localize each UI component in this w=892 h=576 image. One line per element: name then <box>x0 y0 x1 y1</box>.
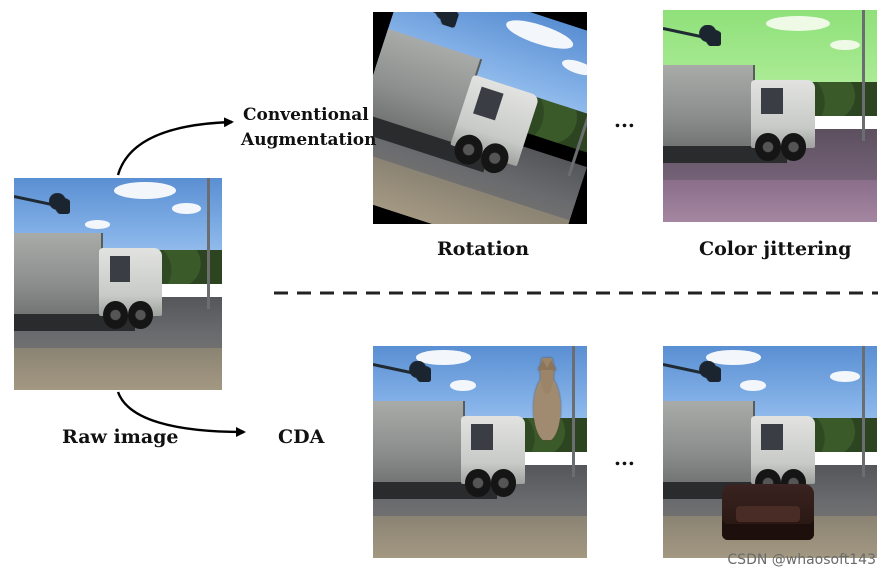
arrow-to-conventional <box>116 117 234 176</box>
ellipsis-bottom: ... <box>614 446 635 470</box>
raw-image-label: Raw image <box>62 426 179 448</box>
color-jittering-label: Color jittering <box>699 238 852 260</box>
cda-label: CDA <box>278 426 325 448</box>
ellipsis-top: ... <box>614 108 635 132</box>
conventional-label-line2: Augmentation <box>241 130 377 150</box>
raw-image-photo <box>14 178 222 390</box>
cat-object <box>526 358 568 440</box>
arrow-to-cda <box>116 391 246 437</box>
sofa-object <box>722 484 814 540</box>
color-jittering-photo <box>663 10 877 222</box>
conventional-label-line1: Conventional <box>243 105 369 125</box>
rotation-label: Rotation <box>437 238 530 260</box>
rotation-photo <box>373 12 587 224</box>
watermark-text: CSDN @whaosoft143 <box>727 552 876 568</box>
